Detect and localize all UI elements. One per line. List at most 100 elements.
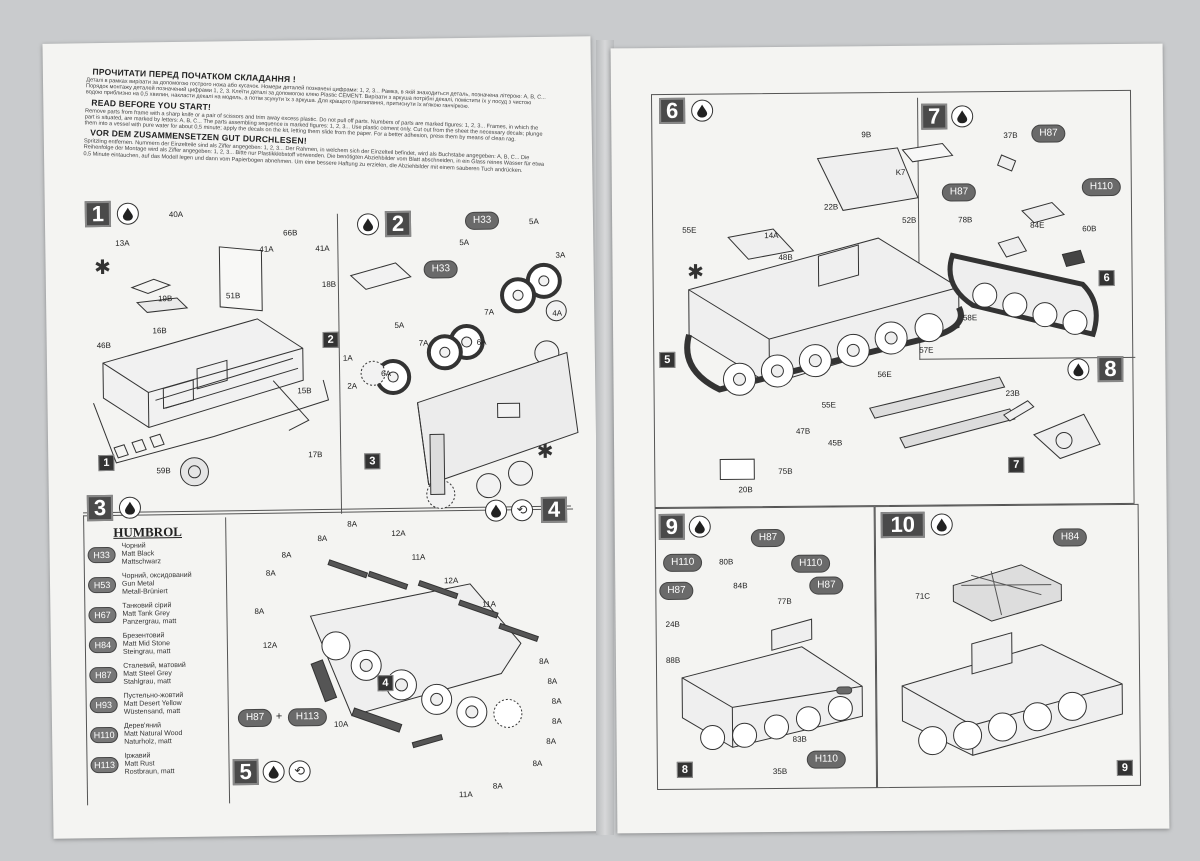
paint-name-ukr: Чорний, оксидований [121, 571, 192, 580]
part-label-56E: 56E [877, 369, 892, 380]
step-2-suspension-drawing [349, 262, 579, 509]
part-label-24B: 24B [665, 619, 680, 629]
part-label-47B: 47B [795, 426, 811, 436]
part-label-6A: 6A [381, 369, 391, 379]
part-label-78B: 78B [958, 215, 973, 225]
part-label-8A: 8A [281, 550, 292, 560]
glue-drop-icon [930, 513, 953, 536]
part-label-8A: 8A [551, 696, 562, 706]
subassembly-badge-2: 2 [322, 331, 339, 348]
part-label-59B: 59B [156, 466, 171, 476]
glue-drop-icon [484, 499, 508, 522]
paint-name-de: Steingrau, matt [122, 648, 171, 657]
part-label-45B: 45B [827, 438, 843, 448]
part-label-7A: 7A [418, 338, 429, 348]
part-label-8A: 8A [539, 656, 550, 666]
paint-callout-h110: H110 [806, 750, 847, 769]
step-badge-10: 10 [880, 511, 925, 539]
part-label-83B: 83B [792, 734, 807, 744]
part-label-4A: 4A [552, 308, 563, 318]
subassembly-badge-9: 9 [1116, 759, 1133, 777]
paint-callout-h113: H113 [287, 707, 328, 727]
part-label-11A: 11A [482, 599, 497, 609]
plus-sign: + [275, 710, 283, 723]
part-label-15B: 15B [297, 386, 312, 396]
paint-code-badge: H87 [89, 666, 118, 684]
glue-drop-icon [116, 202, 140, 225]
glue-drop-icon [688, 515, 711, 538]
part-label-23B: 23B [1005, 388, 1020, 398]
part-label-22B: 22B [823, 202, 839, 212]
part-label-40A: 40A [168, 209, 184, 220]
subassembly-badge-3: 3 [364, 453, 381, 470]
step-badge-7: 7 [921, 103, 948, 130]
paint-callout-h87: H87 [659, 581, 694, 601]
paint-callout-h84: H84 [1052, 528, 1088, 547]
part-label-37B: 37B [1003, 130, 1018, 140]
part-label-60B: 60B [1082, 224, 1097, 234]
paint-name-de: Naturholz, matt [124, 738, 172, 747]
paint-code-badge: H53 [87, 576, 117, 594]
paint-callout-h87: H87 [750, 528, 786, 548]
part-label-84E: 84E [1030, 220, 1045, 230]
paint-callout-h87: H87 [1031, 124, 1066, 143]
paint-callout-h87: H87 [237, 708, 273, 728]
part-label-41A: 41A [259, 244, 274, 254]
glue-drop-icon [691, 99, 714, 122]
part-label-8A: 8A [551, 716, 562, 726]
part-label-13A: 13A [115, 238, 130, 248]
step-badge-5: 5 [232, 758, 259, 786]
part-label-52B: 52B [902, 215, 917, 225]
subassembly-badge-5: 5 [659, 351, 676, 369]
part-label-8A: 8A [492, 781, 503, 791]
part-label-K7: K7 [895, 167, 906, 177]
step-8-drawing [1002, 400, 1101, 460]
page-fold [596, 40, 614, 835]
part-label-75B: 75B [778, 466, 793, 476]
part-label-6A: 6A [476, 337, 487, 347]
part-label-19B: 19B [157, 294, 173, 304]
paint-callout-h33: H33 [464, 211, 500, 230]
part-label-12A: 12A [262, 640, 278, 650]
humbrol-title: HUMBROL [113, 523, 183, 540]
subassembly-badge-6: 6 [1098, 270, 1115, 287]
part-label-48B: 48B [778, 252, 793, 262]
paint-code-badge: H84 [88, 636, 117, 654]
part-label-5A: 5A [394, 320, 405, 330]
step-badge-8: 8 [1097, 355, 1124, 383]
part-label-11A: 11A [458, 789, 473, 800]
instruction-page-right: 6 7 8 9 10 ✱ ✱ 9B K7 22B 52B 5 [610, 43, 1170, 834]
part-label-16B: 16B [152, 326, 167, 336]
glue-drop-icon [951, 105, 974, 128]
part-label-18B: 18B [321, 279, 337, 289]
part-label-80B: 80B [719, 557, 734, 567]
step-badge-6: 6 [659, 97, 686, 125]
paint-name-de: Metall-Brüniert [122, 588, 168, 597]
step-1-hull-drawing [93, 246, 330, 487]
subassembly-badge-7: 7 [1008, 456, 1025, 473]
step-badge-1: 1 [84, 200, 112, 228]
subassembly-badge-4: 4 [377, 675, 394, 692]
step-badge-2: 2 [384, 210, 412, 238]
paint-code-badge: H33 [87, 546, 116, 564]
paint-code-badge: H93 [89, 696, 118, 714]
paint-callout-h110: H110 [1081, 177, 1122, 197]
paint-callout-h87 [836, 686, 853, 695]
part-label-14A: 14A [764, 230, 779, 241]
paint-name-de: Stahlgrau, matt [123, 678, 171, 687]
step-badge-9: 9 [658, 513, 685, 541]
part-label-5A: 5A [528, 216, 539, 227]
